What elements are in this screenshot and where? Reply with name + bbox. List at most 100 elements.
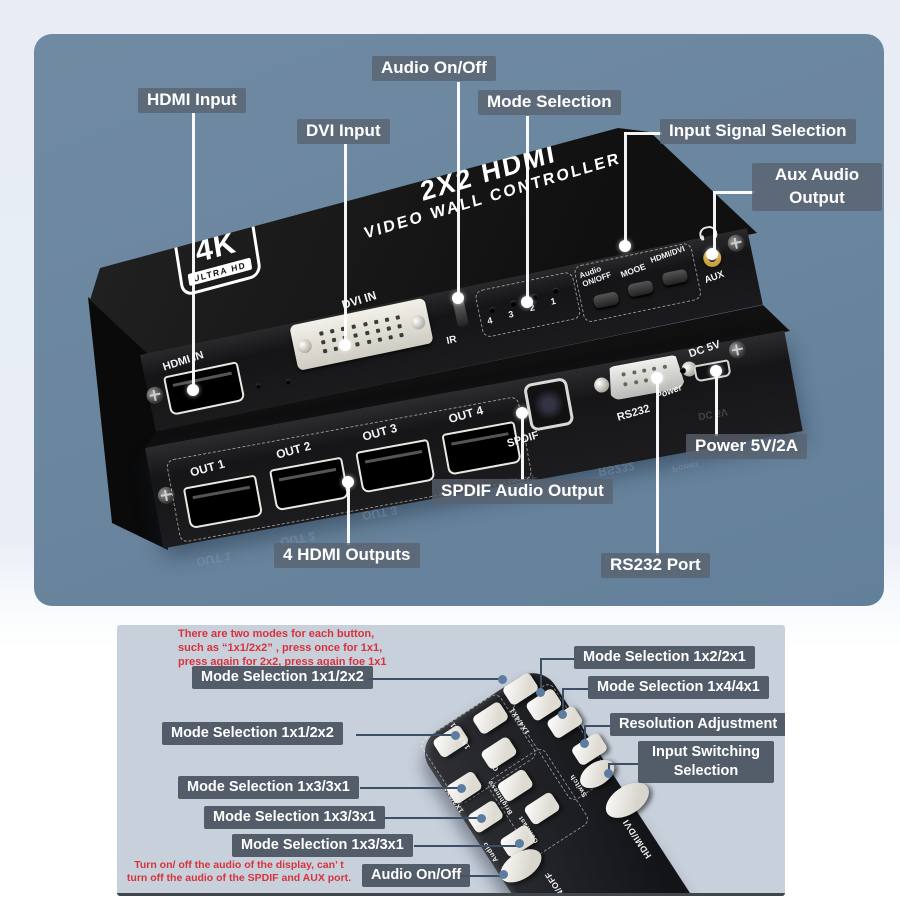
led-1 xyxy=(552,287,560,295)
callout-dot xyxy=(498,675,507,684)
callout-dot xyxy=(515,839,524,848)
callout-mode-1x3-3x1-a: Mode Selection 1x3/3x1 xyxy=(178,776,359,799)
led-label-4: 4 xyxy=(486,315,494,327)
callout-audio-onoff-remote: Audio On/Off xyxy=(362,864,471,887)
spdif-port xyxy=(522,376,575,432)
leader-line xyxy=(715,372,718,436)
callout-dvi-input: DVI Input xyxy=(297,119,390,144)
callout-mode-1x3-3x1-c: Mode Selection 1x3/3x1 xyxy=(232,834,413,857)
callout-dot xyxy=(187,384,199,396)
callout-power-5v2a: Power 5V/2A xyxy=(686,434,807,459)
callout-mode-1x1-2x2-a: Mode Selection 1x1/2x2 xyxy=(192,666,373,689)
mode-button xyxy=(626,279,655,298)
input-switching-line2: Selection xyxy=(673,762,739,779)
callout-dot xyxy=(499,870,508,879)
hdmidvi-button xyxy=(661,268,689,287)
callout-dot xyxy=(339,339,351,351)
callout-dot xyxy=(604,769,613,778)
input-switching-line1: Input Switching xyxy=(652,744,760,760)
note-line: Turn on/ off the audio of the display, c… xyxy=(134,859,344,871)
leader-line xyxy=(347,483,350,545)
leader-line xyxy=(368,678,502,680)
leader-line xyxy=(460,875,503,877)
note-audio: Turn on/ off the audio of the display, c… xyxy=(125,859,353,885)
ir-label: IR xyxy=(445,334,458,347)
leader-line xyxy=(344,144,347,345)
remote-print-hdmi-dvi: HDMI/DVI xyxy=(620,817,654,861)
audio-onoff-button-label: Audio ON/OFF xyxy=(578,263,612,290)
aux-label: AUX xyxy=(703,268,726,286)
dvi-pin-grid xyxy=(315,311,409,357)
note-line: There are two modes for each button, xyxy=(178,628,375,640)
note-line: turn off the audio of the SPDIF and AUX … xyxy=(126,872,352,885)
dvi-post xyxy=(296,337,313,355)
dvi-post xyxy=(409,314,427,331)
leader-line xyxy=(584,725,586,742)
callout-resolution-adjustment: Resolution Adjustment xyxy=(610,713,785,736)
leader-line xyxy=(526,116,529,302)
callout-mode-1x4-4x1: Mode Selection 1x4/4x1 xyxy=(588,676,769,699)
leader-line xyxy=(384,817,481,819)
mode-button-label: MOOE xyxy=(619,261,648,280)
db9-nut xyxy=(592,376,611,394)
callout-dot xyxy=(558,710,567,719)
note-line: press again for 2x2, press again foe 1x1 xyxy=(178,655,387,668)
callout-mode-1x1-2x2-b: Mode Selection 1x1/2x2 xyxy=(162,722,343,745)
callout-input-switching-selection: Input Switching Selection xyxy=(638,741,774,783)
led-3 xyxy=(509,300,517,308)
leader-line xyxy=(656,379,659,555)
leader-line xyxy=(540,658,574,660)
callout-dot xyxy=(619,240,631,252)
callout-dot xyxy=(477,814,486,823)
leader-line xyxy=(624,132,662,135)
note-two-modes: There are two modes for each button, suc… xyxy=(178,628,418,669)
hdmidvi-button-label: HDMI/DVI xyxy=(649,244,687,265)
remote-print-audio: Audio xyxy=(481,840,500,864)
leader-line xyxy=(360,787,461,789)
bottom-photo-panel: There are two modes for each button, suc… xyxy=(117,625,785,896)
callout-dot xyxy=(580,739,589,748)
vent-hole xyxy=(255,382,262,389)
callout-dot xyxy=(710,365,722,377)
leader-line xyxy=(356,734,455,736)
led-label-3: 3 xyxy=(507,308,515,320)
callout-input-signal-selection: Input Signal Selection xyxy=(660,119,856,144)
callout-rs232-port: RS232 Port xyxy=(601,553,710,578)
leader-line xyxy=(521,414,524,480)
callout-4-hdmi-outputs: 4 HDMI Outputs xyxy=(274,543,420,568)
callout-dot xyxy=(452,292,464,304)
callout-spdif-audio-output: SPDIF Audio Output xyxy=(432,479,613,504)
callout-dot xyxy=(342,476,354,488)
leader-line xyxy=(716,191,754,194)
leader-line xyxy=(414,845,519,847)
callout-audio-onoff: Audio On/Off xyxy=(372,56,496,81)
callout-mode-1x3-3x1-b: Mode Selection 1x3/3x1 xyxy=(204,806,385,829)
callout-hdmi-input: HDMI Input xyxy=(138,88,246,113)
callout-dot xyxy=(451,731,460,740)
led-label-1: 1 xyxy=(549,295,557,307)
callout-dot xyxy=(457,784,466,793)
leader-line xyxy=(624,132,627,244)
callout-dot xyxy=(536,688,545,697)
callout-dot xyxy=(516,407,528,419)
callout-dot xyxy=(706,248,718,260)
leader-line xyxy=(562,688,564,714)
leader-line xyxy=(610,763,638,765)
aux-audio-line1: Aux Audio xyxy=(774,165,860,184)
audio-onoff-button xyxy=(592,291,620,309)
leader-line xyxy=(713,191,716,253)
remote-print-onoff: ON/OFF xyxy=(542,869,571,896)
leader-line xyxy=(584,725,610,727)
screw-icon xyxy=(726,233,747,254)
aux-audio-line2: Output xyxy=(789,187,845,207)
callout-mode-selection: Mode Selection xyxy=(478,90,621,115)
callout-aux-audio-output: Aux Audio Output xyxy=(752,163,882,211)
leader-line xyxy=(192,113,195,390)
callout-mode-1x2-2x1: Mode Selection 1x2/2x1 xyxy=(574,646,755,669)
callout-dot xyxy=(651,372,663,384)
leader-line xyxy=(457,82,460,298)
led-4 xyxy=(488,306,496,314)
leader-line xyxy=(608,763,610,773)
note-line: such as “1x1/2x2” , press once for 1x1, xyxy=(178,641,383,654)
screw-icon xyxy=(727,340,748,360)
